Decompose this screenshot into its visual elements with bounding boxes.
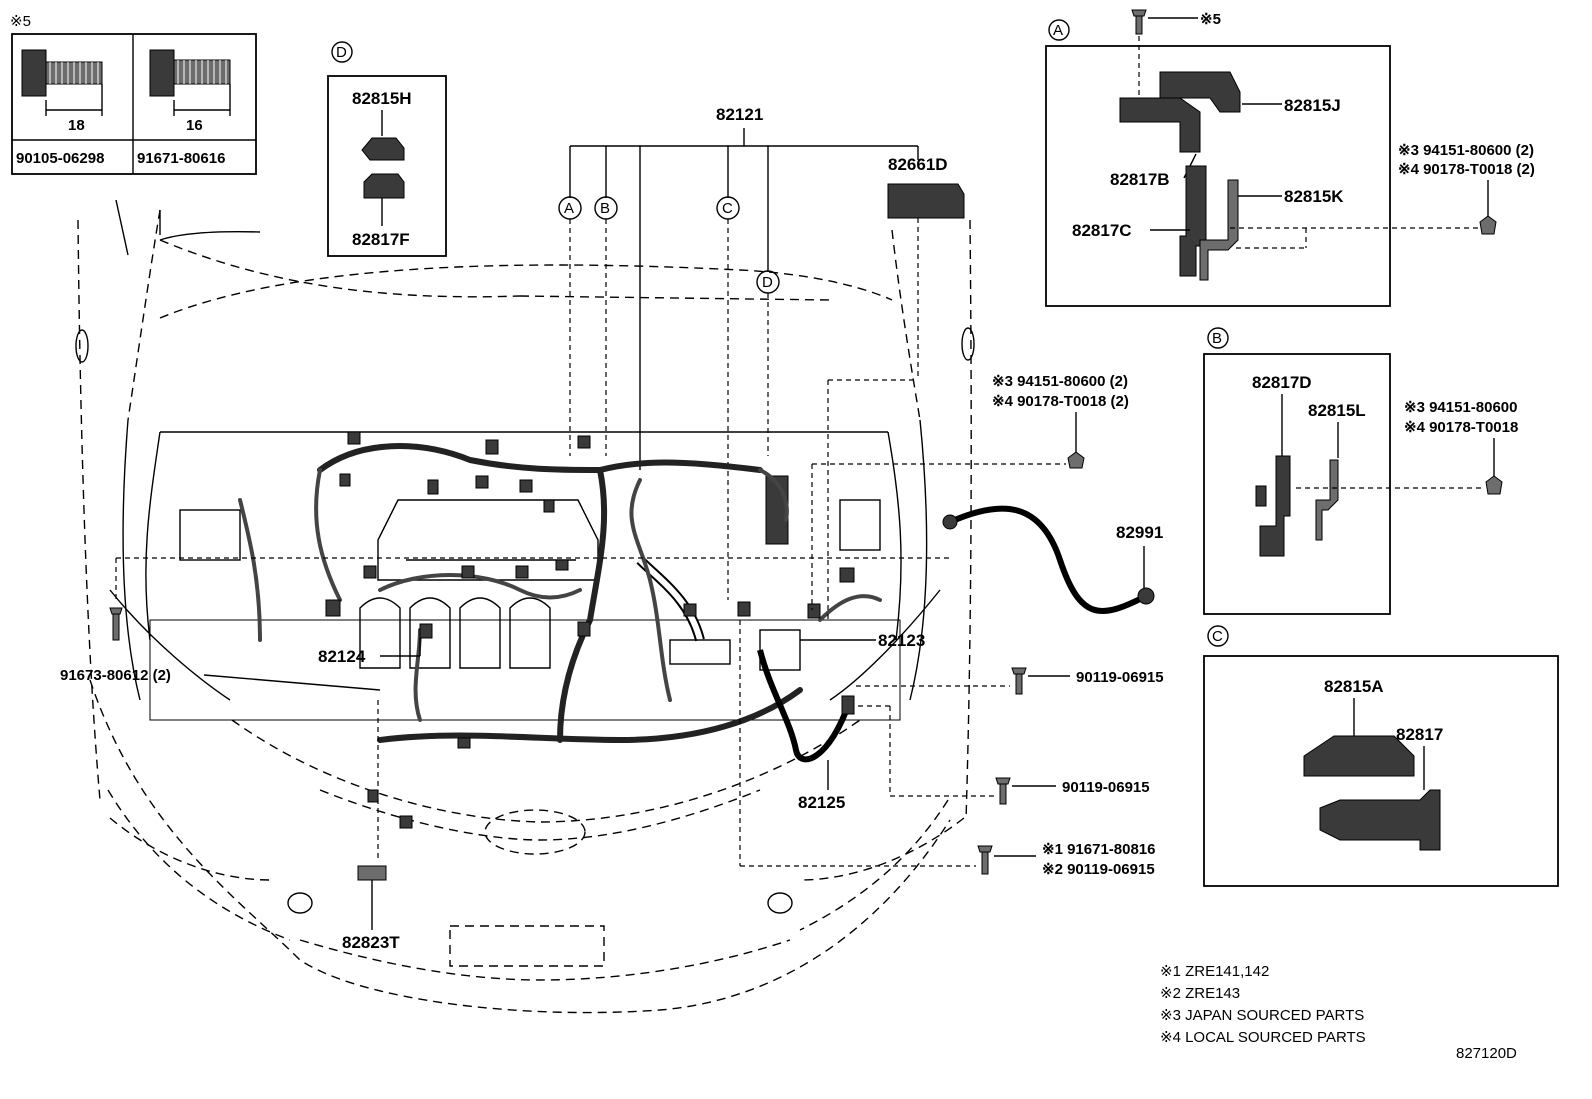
footnote-4: ※4 LOCAL SOURCED PARTS xyxy=(1160,1029,1366,1046)
detail-a-clip-2: ※4 90178-T0018 (2) xyxy=(1398,161,1535,178)
detail-b-clip-1: ※3 94151-80600 xyxy=(1404,399,1518,416)
detail-c-part-2: 82817 xyxy=(1396,725,1443,744)
vehicle-outline xyxy=(75,199,975,1014)
note-5-mark: ※5 xyxy=(10,13,31,30)
bolt-icon xyxy=(1011,667,1027,695)
footnote-3: ※3 JAPAN SOURCED PARTS xyxy=(1160,1007,1364,1024)
part-82124: 82124 xyxy=(318,647,366,666)
part-82823t: 82823T xyxy=(342,933,400,952)
bolt-pn-left: 90105-06298 xyxy=(16,150,104,167)
bolt-icon xyxy=(977,845,993,875)
relay-block-icon xyxy=(887,183,965,219)
clip-nut-icon xyxy=(1479,215,1497,235)
detail-b-clip-2: ※4 90178-T0018 xyxy=(1404,419,1518,436)
clip-nut-icon xyxy=(1485,475,1503,495)
right-callouts: 82123 82125 90119-06915 90119-06915 ※1 9… xyxy=(739,620,1164,878)
detail-a-part-3: 82815K xyxy=(1284,187,1344,206)
detail-a-letter: A xyxy=(1053,22,1063,39)
flange-bolt-icon-right xyxy=(149,49,231,116)
detail-b-part-2: 82815L xyxy=(1308,401,1366,420)
detail-b-letter: B xyxy=(1212,330,1222,347)
detail-c-part-1: 82815A xyxy=(1324,677,1384,696)
detail-d: D 82815H 82817F xyxy=(327,41,447,257)
detail-a-part-1: 82815J xyxy=(1284,96,1341,115)
footnotes: ※1 ZRE141,142 ※2 ZRE143 ※3 JAPAN SOURCED… xyxy=(1160,963,1517,1062)
bolt-icon xyxy=(109,607,123,641)
diagram-id: 827120D xyxy=(1456,1045,1517,1062)
bolt-b: 90119-06915 xyxy=(1062,779,1150,796)
part-91673: 91673-80612 (2) xyxy=(60,667,171,684)
main-clip-1: ※3 94151-80600 (2) xyxy=(992,373,1128,390)
bolt-table: ※5 18 16 90105-06298 91671-80616 xyxy=(10,13,257,175)
ref-a: A xyxy=(564,200,574,217)
license-plate-area xyxy=(449,925,605,967)
bolt-c2: ※2 90119-06915 xyxy=(1042,861,1155,878)
bolt-pn-right: 91671-80616 xyxy=(137,150,225,167)
ref-d: D xyxy=(762,274,773,291)
connector-icon xyxy=(347,431,361,445)
bolt-c1: ※1 91671-80816 xyxy=(1042,841,1156,858)
connector-icon xyxy=(361,137,405,161)
bracket-icon xyxy=(1255,455,1291,557)
ref-c: C xyxy=(722,200,733,217)
bolt-a: 90119-06915 xyxy=(1076,669,1164,686)
detail-c-letter: C xyxy=(1212,628,1223,645)
harness-82121-leaders: 82121 A B C D xyxy=(558,105,919,600)
main-clip-2: ※4 90178-T0018 (2) xyxy=(992,393,1129,410)
detail-d-part-2: 82817F xyxy=(352,230,410,249)
bolt-dim-left: 18 xyxy=(68,117,85,134)
detail-a-part-4: 82817C xyxy=(1072,221,1132,240)
harness-icon xyxy=(238,431,882,829)
clip-nut-icon xyxy=(1067,451,1085,469)
footnote-2: ※2 ZRE143 xyxy=(1160,985,1240,1002)
part-82991: 82991 xyxy=(1116,523,1163,542)
ref-b: B xyxy=(600,200,610,217)
detail-b-part-1: 82817D xyxy=(1252,373,1312,392)
left-callouts: 91673-80612 (2) 82124 82823T xyxy=(60,557,950,952)
clip-callout-main: ※3 94151-80600 (2) ※4 90178-T0018 (2) xyxy=(811,373,1129,620)
detail-a-clip-1: ※3 94151-80600 (2) xyxy=(1398,142,1534,159)
part-82123: 82123 xyxy=(878,631,925,650)
detail-a: A ※5 82815J 82817B 82815K 82817C ※3 9415… xyxy=(1045,9,1535,307)
part-82661d: 82661D xyxy=(888,155,948,174)
part-82661d-group: 82661D xyxy=(887,155,965,380)
flange-bolt-icon-left xyxy=(21,49,103,116)
bracket-icon xyxy=(1303,735,1415,777)
bolt-icon xyxy=(1131,9,1147,35)
detail-c: C 82815A 82817 xyxy=(1203,625,1559,887)
detail-a-bolt-note: ※5 xyxy=(1200,11,1221,28)
footnote-1: ※1 ZRE141,142 xyxy=(1160,963,1269,980)
detail-d-part-1: 82815H xyxy=(352,89,412,108)
part-82121: 82121 xyxy=(716,105,763,124)
detail-b: B 82817D 82815L ※3 94151-80600 ※4 90178-… xyxy=(1203,327,1518,615)
part-82125: 82125 xyxy=(798,793,845,812)
detail-a-part-2: 82817B xyxy=(1110,170,1170,189)
bolt-icon xyxy=(995,777,1011,805)
part-82991-group: 82991 xyxy=(942,505,1163,614)
detail-d-letter: D xyxy=(336,44,347,61)
bolt-dim-right: 16 xyxy=(186,117,203,134)
